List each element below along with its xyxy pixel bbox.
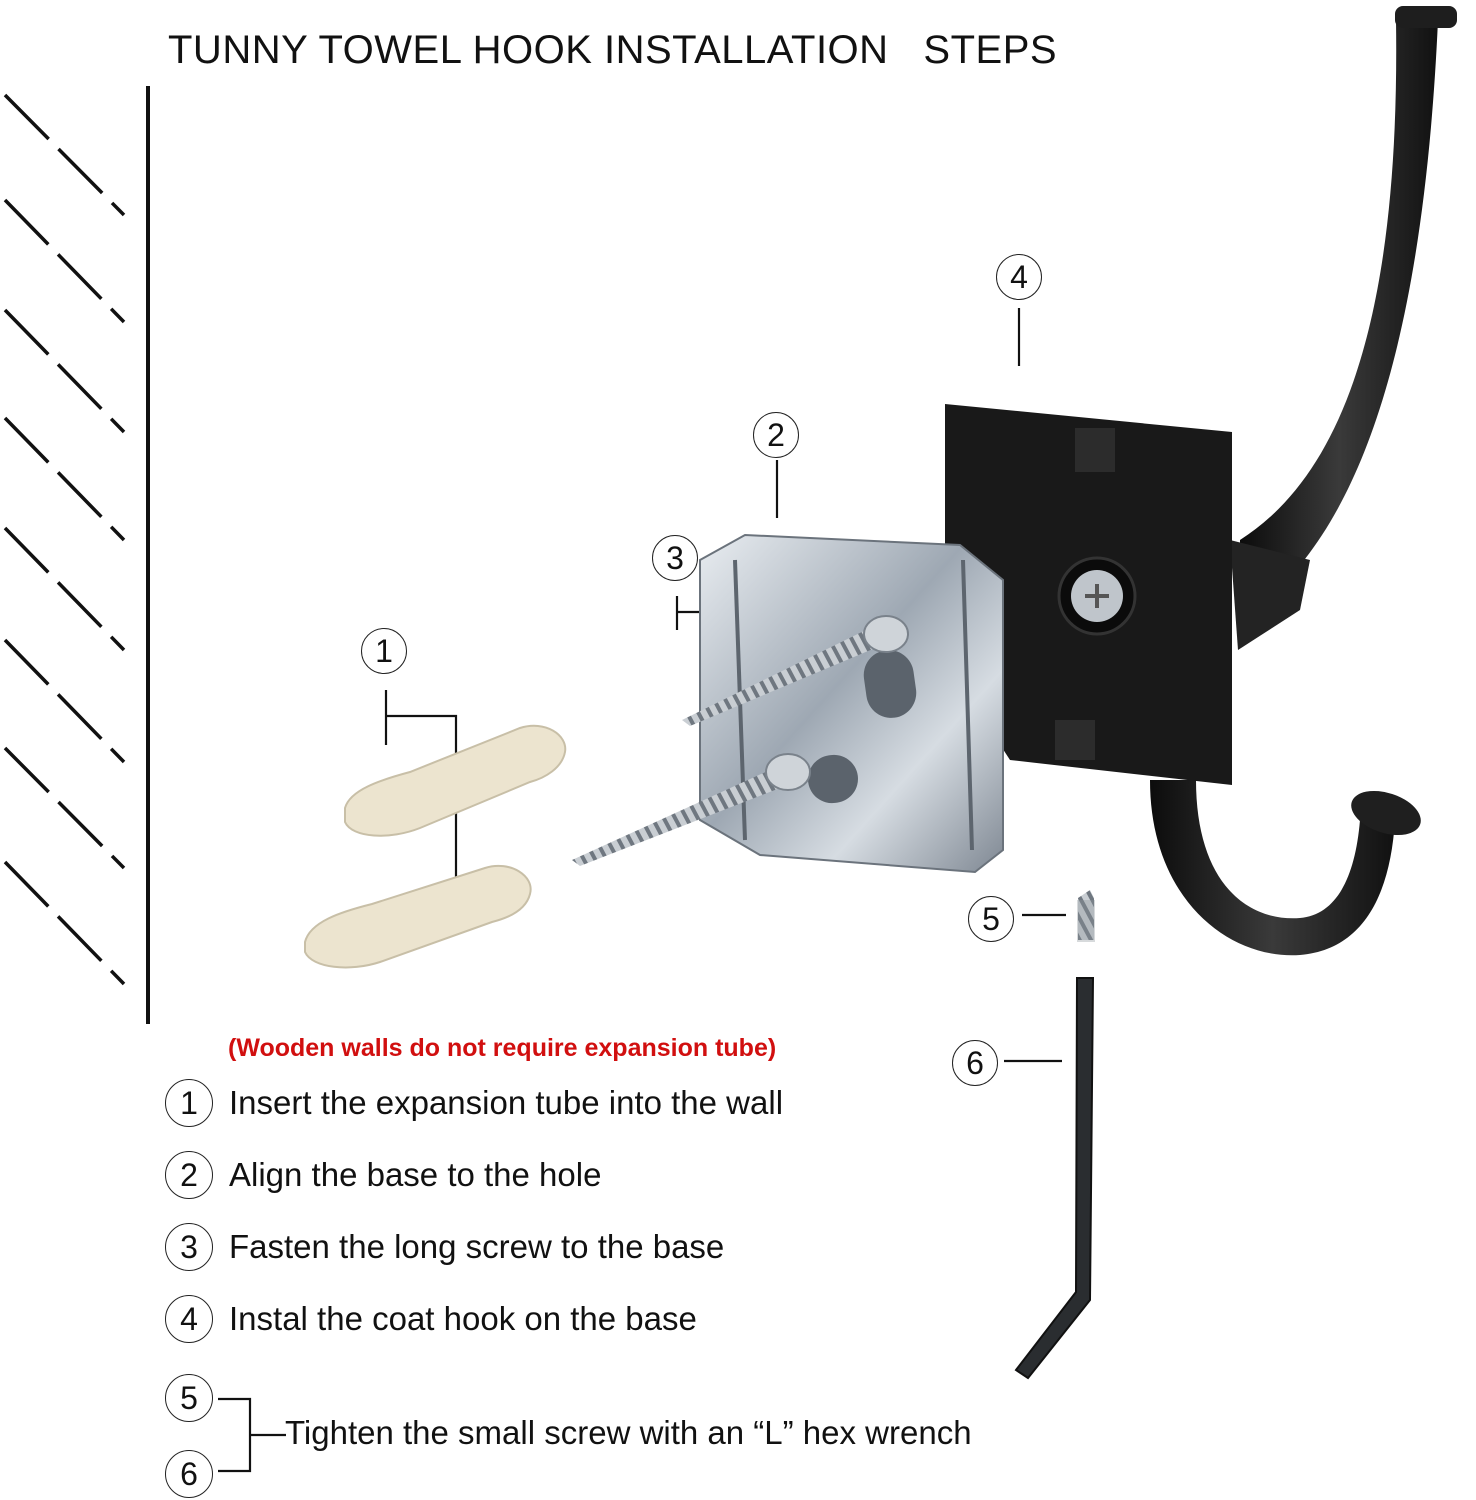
wall-hatching [3,93,126,986]
expansion-tubes-drawing [304,724,567,969]
callout-3: 3 [652,535,698,581]
step-text: Fasten the long screw to the base [229,1228,725,1265]
step-4: 4 Instal the coat hook on the base [165,1294,697,1344]
coat-hook-drawing [1150,6,1457,956]
callout-2: 2 [753,412,799,458]
step-text: Align the base to the hole [229,1156,602,1193]
callout-4: 4 [996,254,1042,300]
step-number: 3 [165,1223,213,1271]
step-5-6-text: Tighten the small screw with an “L” hex … [285,1414,972,1451]
wooden-wall-note: (Wooden walls do not require expansion t… [228,1034,777,1062]
step-number: 4 [165,1295,213,1343]
page-title: TUNNY TOWEL HOOK INSTALLATION STEPS [168,28,1058,72]
callout-6: 6 [952,1040,998,1086]
step-1: 1 Insert the expansion tube into the wal… [165,1078,783,1128]
step-5-number: 5 [165,1374,213,1422]
step-3: 3 Fasten the long screw to the base [165,1222,724,1272]
long-screws-drawing [572,615,909,866]
step-number: 2 [165,1151,213,1199]
callout-1: 1 [361,628,407,674]
step-number: 1 [165,1079,213,1127]
hex-wrench-drawing [1014,977,1095,1380]
step-text: Instal the coat hook on the base [229,1300,697,1337]
step-2: 2 Align the base to the hole [165,1150,601,1200]
step-6-number: 6 [165,1450,213,1498]
metal-bracket-drawing [699,533,1004,874]
small-screw-drawing [1077,890,1095,942]
callout-5: 5 [968,896,1014,942]
step-text: Insert the expansion tube into the wall [229,1084,784,1121]
hook-base-plate-drawing [945,404,1232,785]
step-bracket [218,1397,286,1473]
